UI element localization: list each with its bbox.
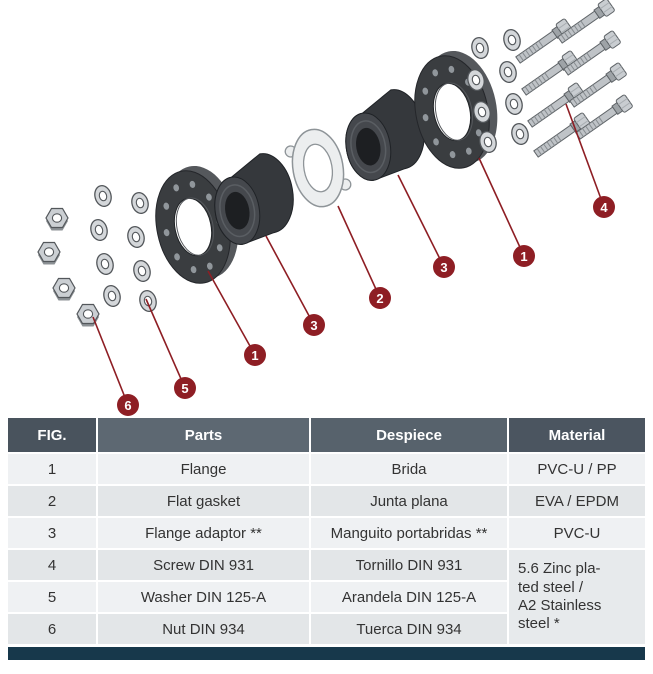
leader-line-flange-right	[478, 157, 525, 257]
leader-line-flange-left	[207, 270, 256, 356]
col-header-despiece: Despiece	[311, 418, 507, 452]
callout-screw: 4	[593, 196, 615, 218]
material-cell: PVC-U	[509, 518, 645, 548]
part-cell: Washer DIN 125-A	[98, 582, 309, 612]
leader-line-washer	[145, 298, 186, 389]
exploded-view-diagram: 4 1 3 2 3 1 5 6	[37, 0, 634, 416]
footer-bar	[8, 647, 645, 660]
fig-cell: 1	[8, 454, 96, 484]
leader-line-adaptor-left	[265, 235, 315, 326]
callout-number: 3	[310, 317, 318, 333]
despiece-cell: Tuerca DIN 934	[311, 614, 507, 644]
parts-table: FIG. Parts Despiece Material 1 Flange Br…	[8, 418, 645, 644]
callout-adaptor-left: 3	[303, 314, 325, 336]
col-header-parts: Parts	[98, 418, 309, 452]
part-cell: Screw DIN 931	[98, 550, 309, 580]
leader-line-nut	[92, 316, 129, 406]
fig-cell: 5	[8, 582, 96, 612]
fig-cell: 2	[8, 486, 96, 516]
callout-number: 1	[520, 248, 528, 264]
part-cell: Nut DIN 934	[98, 614, 309, 644]
callout-number: 4	[600, 199, 608, 215]
washer-group-left	[87, 183, 160, 314]
fig-cell: 6	[8, 614, 96, 644]
col-header-material: Material	[509, 418, 645, 452]
part-cell: Flat gasket	[98, 486, 309, 516]
callout-number: 5	[181, 380, 189, 396]
fig-cell: 3	[8, 518, 96, 548]
callout-adaptor-right: 3	[433, 256, 455, 278]
despiece-cell: Tornillo DIN 931	[311, 550, 507, 580]
callout-number: 1	[251, 347, 259, 363]
leader-line-gasket	[337, 205, 381, 299]
leader-line-screw	[565, 103, 605, 208]
callout-washer: 5	[174, 377, 196, 399]
callout-number: 6	[124, 397, 132, 413]
despiece-cell: Arandela DIN 125-A	[311, 582, 507, 612]
callout-flange-left: 1	[244, 344, 266, 366]
callout-number: 3	[440, 259, 448, 275]
part-cell: Flange	[98, 454, 309, 484]
material-cell: EVA / EPDM	[509, 486, 645, 516]
fig-cell: 4	[8, 550, 96, 580]
callout-flange-right: 1	[513, 245, 535, 267]
screw-group	[513, 0, 634, 161]
despiece-cell: Junta plana	[311, 486, 507, 516]
assembly-drawing	[37, 0, 634, 406]
col-header-fig: FIG.	[8, 418, 96, 452]
material-cell: PVC-U / PP	[509, 454, 645, 484]
part-cell: Flange adaptor **	[98, 518, 309, 548]
nut-group	[37, 207, 100, 328]
material-cell-merged: 5.6 Zinc pla- ted steel / A2 Stainless s…	[509, 550, 645, 644]
callout-gasket: 2	[369, 287, 391, 309]
callout-number: 2	[376, 290, 384, 306]
leader-lines	[92, 103, 605, 406]
callout-nut: 6	[117, 394, 139, 416]
despiece-cell: Manguito portabridas **	[311, 518, 507, 548]
despiece-cell: Brida	[311, 454, 507, 484]
leader-line-adaptor-right	[397, 174, 445, 268]
